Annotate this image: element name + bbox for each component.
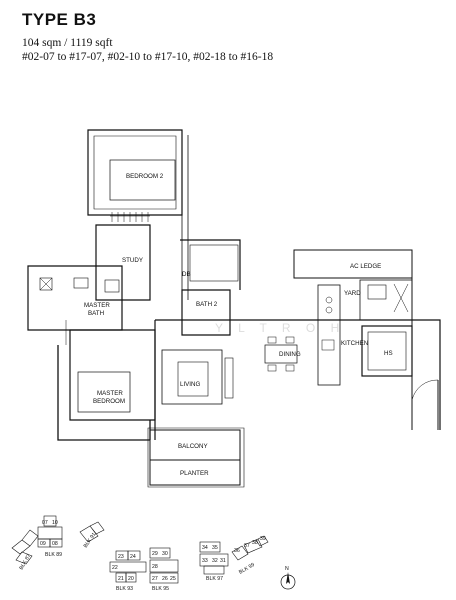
room-master-bath-2: BATH <box>88 310 104 317</box>
keyplan-unit-21: 21 <box>118 576 124 582</box>
room-master-bath-1: MASTER <box>84 302 110 309</box>
keyplan-blk-89: BLK 89 <box>45 552 62 558</box>
keyplan-unit-32: 32 <box>212 558 218 564</box>
keyplan-blk-97: BLK 97 <box>206 576 223 582</box>
room-master-bedroom-1: MASTER <box>97 390 123 397</box>
keyplan-unit-37: 37 <box>244 543 250 549</box>
room-living: LIVING <box>180 381 200 388</box>
keyplan-blk-99: BLK 99 <box>238 562 256 576</box>
keyplan-unit-34: 34 <box>202 545 208 551</box>
keyplan-blk-93: BLK 93 <box>116 586 133 592</box>
room-bedroom-2: BEDROOM 2 <box>126 173 164 180</box>
keyplan-unit-29: 29 <box>152 551 158 557</box>
keyplan-unit-24: 24 <box>130 554 136 560</box>
keyplan-unit-25: 25 <box>170 576 176 582</box>
keyplan-blk-95: BLK 95 <box>152 586 169 592</box>
keyplan-unit-89-09: 09 <box>40 541 46 547</box>
keyplan-blk-91: BLK 91 <box>83 532 98 549</box>
keyplan-unit-35: 35 <box>212 545 218 551</box>
keyplan-unit-30: 30 <box>162 551 168 557</box>
keyplan-unit-26: 26 <box>162 576 168 582</box>
room-dining: DINING <box>279 351 301 358</box>
keyplan-unit-22: 22 <box>112 565 118 571</box>
unit-numbers: #02-07 to #17-07, #02-10 to #17-10, #02-… <box>22 51 274 63</box>
keyplan-unit-87-10: 10 <box>52 520 58 526</box>
north-label: N <box>285 566 289 572</box>
keyplan-unit-36: 36 <box>234 548 240 554</box>
header: TYPE B3 104 sqm / 1119 sqft #02-07 to #1… <box>22 10 273 64</box>
room-db: DB <box>182 271 191 278</box>
keyplan-unit-23: 23 <box>118 554 124 560</box>
room-balcony: BALCONY <box>178 443 208 450</box>
room-kitchen: KITCHEN <box>341 340 368 347</box>
keyplan-unit-28: 28 <box>152 564 158 570</box>
room-planter: PLANTER <box>180 470 209 477</box>
keyplan-unit-31: 31 <box>220 558 226 564</box>
keyplan-unit-87-07: 07 <box>42 520 48 526</box>
room-master-bedroom-2: BEDROOM <box>93 398 125 405</box>
key-plan <box>11 515 269 584</box>
room-study: STUDY <box>122 257 143 264</box>
room-ac-ledge: AC LEDGE <box>350 263 381 270</box>
room-yard: YARD <box>344 290 361 297</box>
unit-type-title: TYPE B3 <box>22 10 97 29</box>
keyplan-unit-20: 20 <box>128 576 134 582</box>
north-arrow-icon <box>280 572 296 590</box>
keyplan-unit-38: 38 <box>252 540 258 546</box>
room-bath-2: BATH 2 <box>196 301 218 308</box>
keyplan-unit-27: 27 <box>152 576 158 582</box>
keyplan-unit-33: 33 <box>202 558 208 564</box>
unit-area: 104 sqm / 1119 sqft <box>22 37 113 49</box>
watermark: Y L T R O H <box>215 321 345 335</box>
room-hs: HS <box>384 350 393 357</box>
keyplan-unit-89-08: 08 <box>52 541 58 547</box>
keyplan-unit-39: 39 <box>260 536 266 542</box>
